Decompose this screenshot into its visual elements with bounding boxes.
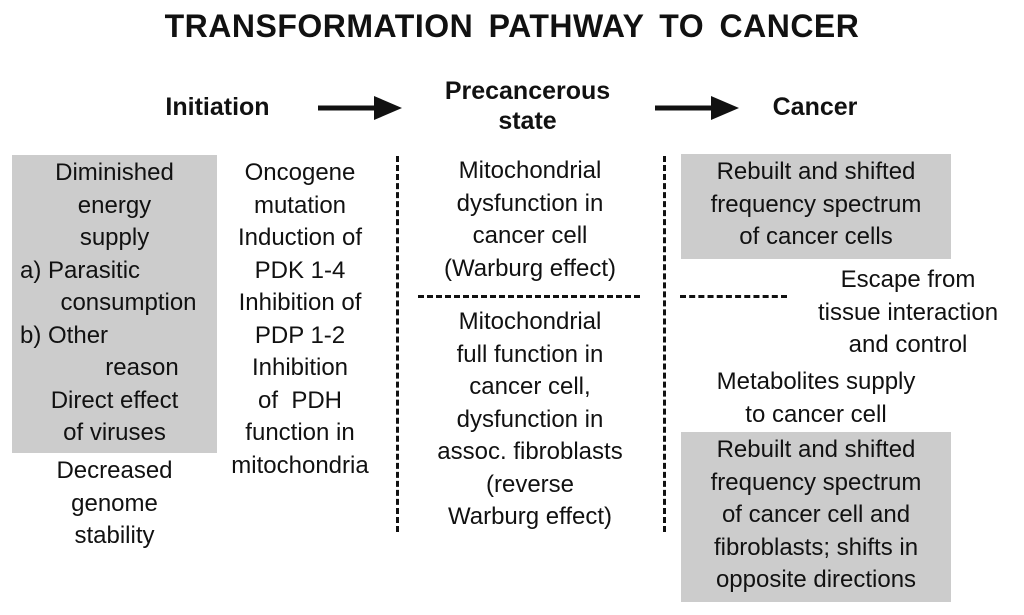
col1-below-line: stability [74,522,155,549]
col2-line: function in [245,419,355,446]
col1-below-line: genome [71,489,158,517]
col4-gray-box-top: Rebuilt and shifted frequency spectrum o… [681,154,951,259]
col1-line: reason [105,354,179,381]
col2-line: Oncogene [244,159,356,186]
col4-line: frequency spectrum [710,190,922,218]
col4-line: Rebuilt and shifted [716,158,916,185]
header-precancerous-line1: Precancerous [444,77,611,105]
header-initiation: Initiation [165,93,270,121]
header-precancerous-line2: state [498,107,557,135]
col1-line: of viruses [63,419,166,446]
col1-line: a) Parasitic [20,256,141,284]
col4-line: tissue interaction [817,298,999,326]
col2-line: Induction of [237,224,363,251]
col3-line: Mitochondrial [458,308,602,335]
col4-metabolites: Metabolites supply to cancer cell [681,366,951,431]
col1-gray-box: Diminished energy supply a) Parasitic co… [12,155,217,453]
col1-below-line: Decreased [56,457,173,484]
col4-line: Metabolites supply [716,368,916,395]
col4-line: frequency spectrum [710,468,922,496]
col4-line: and control [848,331,968,358]
col4-line: Escape from [840,266,976,293]
divider-horizontal-center [418,295,640,298]
col1-line: b) Other [20,321,109,349]
col1-line: supply [79,224,150,251]
col3-line: cancer cell [472,222,588,249]
col2-line: PDK 1-4 [254,256,346,284]
col1-line: Direct effect [50,386,179,414]
col1-line: energy [77,191,152,219]
col2-line: mutation [253,191,347,219]
header-cancer: Cancer [772,93,858,121]
col2-line: PDP 1-2 [254,321,346,349]
col1-line: Diminished [55,159,174,186]
page-title: TRANSFORMATION PATHWAY TO CANCER [164,8,860,44]
col2-initiation-events: Oncogene mutation Induction of PDK 1-4 I… [212,157,388,482]
col3-warburg: Mitochondrial dysfunction in cancer cell… [410,155,650,285]
arrow-right-icon [318,95,402,121]
col2-line: Inhibition of [238,289,362,316]
header-precancerous: Precancerous state [420,76,635,136]
col3-line: (Warburg effect) [443,254,617,282]
col3-line: Warburg effect) [447,503,613,530]
divider-vertical-left [396,156,399,532]
divider-horizontal-right [680,295,787,298]
col3-line: cancer cell, [469,373,591,400]
col4-line: of cancer cell and [721,501,911,528]
col3-line: assoc. fibroblasts [437,438,623,465]
col3-line: dysfunction in [456,405,604,433]
col2-line: mitochondria [231,451,369,479]
col3-line: full function in [456,340,604,368]
col4-gray-box-bottom: Rebuilt and shifted frequency spectrum o… [681,432,951,602]
col4-line: fibroblasts; shifts in [713,533,919,561]
col4-line: opposite directions [715,566,917,593]
arrow-right-icon [655,95,739,121]
col2-line: of PDH [257,386,343,414]
col3-line: (reverse [485,470,575,498]
col4-line: to cancer cell [745,400,887,428]
col3-line: Mitochondrial [458,157,602,184]
col3-line: dysfunction in [456,189,604,217]
col3-reverse-warburg: Mitochondrial full function in cancer ce… [410,306,650,534]
col4-line: Rebuilt and shifted [716,436,916,463]
col2-line: Inhibition [251,354,349,381]
col4-escape: Escape from tissue interaction and contr… [796,264,1020,362]
col4-line: of cancer cells [739,223,893,250]
col1-genome-stability: Decreased genome stability [12,455,217,553]
divider-vertical-right [663,156,666,532]
col1-line: consumption [60,289,197,316]
